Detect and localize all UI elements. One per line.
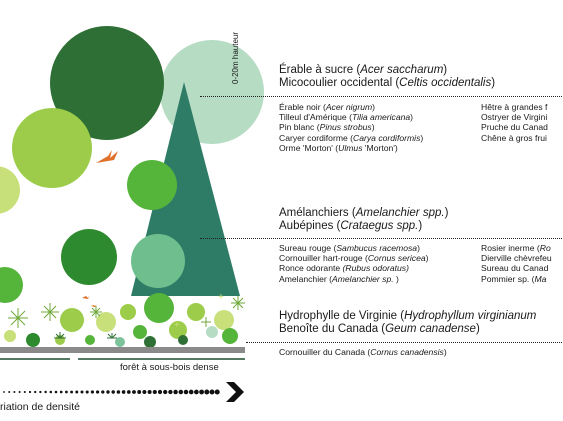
canopy-heading-line-1: Érable à sucre (Acer saccharum) [279,64,448,76]
forest-type-label: forêt à sous-bois dense [120,362,219,373]
ground-leader-line [246,342,562,343]
density-variation-label: riation de densité [0,401,80,413]
tree-crown-light-left [12,108,92,188]
species-item: Tilleul d'Amérique (Tilia americana) [279,112,414,123]
tree-crown-bright-small [127,160,177,210]
tree-crown-yellow-edge [0,166,20,214]
species-item: Caryer cordiforme (Carya cordiformis) [279,132,424,143]
canopy-species-list-1: Érable noir (Acer nigrum)Tilleul d'Améri… [279,102,423,153]
species-item: Pin blanc (Pinus strobus) [279,122,375,133]
ground-heading-line-2: Benoîte du Canada (Geum canadense) [279,323,480,335]
ground-heading-line-1: Hydrophylle de Virginie (Hydrophyllum vi… [279,310,537,322]
shrub-species-list-1: Sureau rouge (Sambucus racemosa)Cornouil… [279,243,429,284]
ground-bar [0,347,245,353]
species-item: Rosier inerme (Ro [481,243,551,253]
canopy-leader-line [200,96,562,97]
shrub-crown-dark [61,229,117,285]
ground-heading: Hydrophylle de Virginie (Hydrophyllum vi… [279,310,536,336]
species-item: Hêtre à grandes f [481,102,548,112]
svg-text:+: + [218,292,224,303]
species-item: Sureau rouge (Sambucus racemosa) [279,243,420,253]
species-item: Cornouiller du Canada (Cornus canadensis… [279,347,447,357]
species-item: Érable noir (Acer nigrum) [279,102,376,112]
shrub-heading-line-2: Aubépines (Crataegus spp.) [279,220,423,232]
species-item: Dierville chèvrefeu [481,253,552,264]
shrub-crown-edge [0,267,23,303]
species-item: Orme 'Morton' (Ulmus 'Morton') [279,142,398,153]
species-item: Pommier sp. (Ma [481,273,547,284]
svg-text:+: + [174,320,180,331]
shrub-heading: Amélanchiers (Amelanchier spp.) Aubépine… [279,207,448,233]
species-item: Pruche du Canad [481,122,548,133]
density-arrow [3,382,244,402]
species-item: Ostryer de Virgini [481,112,548,123]
height-axis-label: 0-20m hauteur [231,31,240,84]
shrub-crown-mint [131,234,185,288]
canopy-heading: Érable à sucre (Acer saccharum) Micocoul… [279,64,495,90]
shrub-leader-line [200,238,562,239]
species-item: Amelanchier (Amelanchier sp. ) [279,273,399,284]
species-item: Cornouiller hart-rouge (Cornus sericea) [279,253,429,264]
canopy-heading-line-2: Micocoulier occidental (Celtis occidenta… [279,77,496,89]
species-item: Ronce odorante (Rubus odoratus) [279,263,409,274]
shrub-heading-line-1: Amélanchiers (Amelanchier spp.) [279,207,449,219]
ground-species-list-1: Cornouiller du Canada (Cornus canadensis… [279,347,447,357]
ground-cover-plants: + + [4,292,245,348]
tree-crown-large-dark [50,26,164,140]
species-item: Sureau du Canad [481,263,549,274]
small-bird-icon [82,295,90,299]
bird-icon [96,150,118,163]
species-item: Chêne à gros frui [481,132,547,143]
